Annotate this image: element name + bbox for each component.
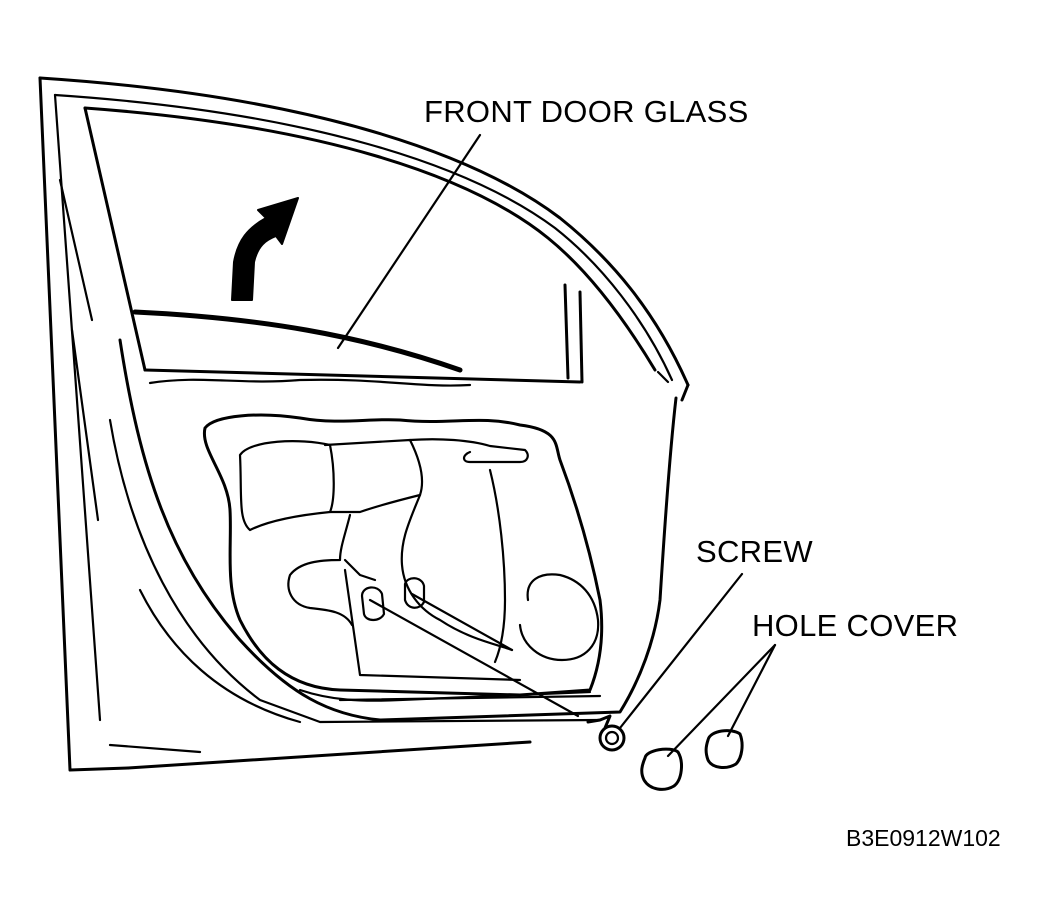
up-arrow-icon xyxy=(231,197,299,301)
window-frame xyxy=(83,106,670,387)
leader-hole-cover-1 xyxy=(666,643,777,758)
inner-door-panel xyxy=(108,338,678,724)
label-hole-cover: HOLE COVER xyxy=(752,608,959,643)
hole-cover-icon xyxy=(640,729,744,791)
leader-front-door-glass xyxy=(336,133,482,350)
label-screw: SCREW xyxy=(696,534,813,569)
figure-code: B3E0912W102 xyxy=(846,825,1001,851)
label-front-door-glass: FRONT DOOR GLASS xyxy=(424,94,749,129)
service-hole-area xyxy=(202,413,604,702)
front-door-glass xyxy=(132,309,463,373)
screw-icon xyxy=(586,714,626,752)
leader-hole-cover-2 xyxy=(726,643,777,738)
leader-lines xyxy=(336,133,777,758)
leader-screw xyxy=(618,572,744,730)
door-outer-frame xyxy=(38,76,690,772)
panel-screw-holes xyxy=(360,577,580,718)
